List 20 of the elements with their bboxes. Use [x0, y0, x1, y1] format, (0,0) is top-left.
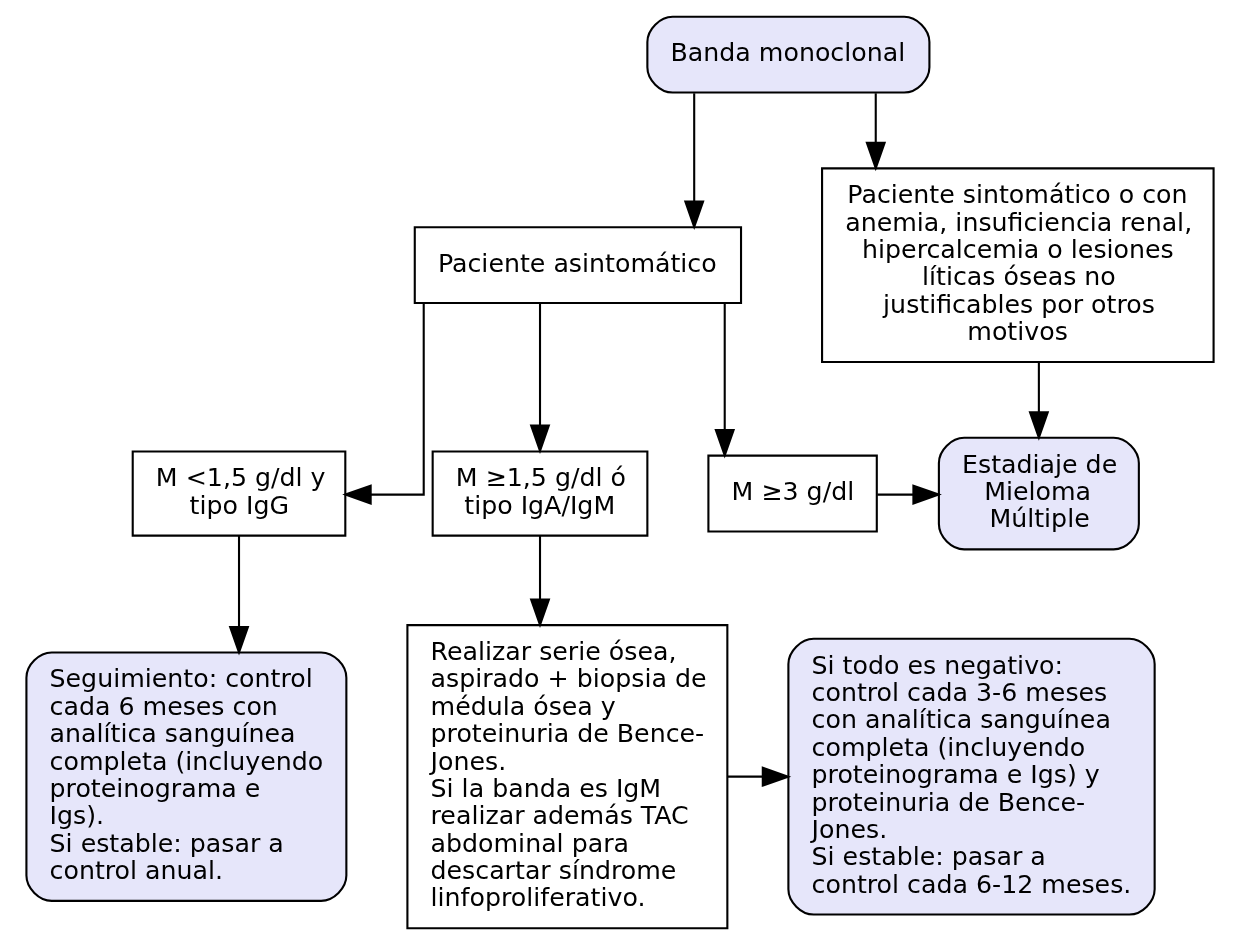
node-box: Realizar serie ósea, aspirado + biopsia de médula ósea y proteinuria de Bence-Jones. Si la banda es IgM realizar además TAC abdominal para descartar síndrome linfoproliferativo. [405, 624, 728, 930]
arrow [713, 303, 735, 459]
node-box: M ≥1,5 g/dl ó tipo IgA/IgM [431, 450, 648, 537]
arrow [683, 93, 704, 230]
arrow [1028, 362, 1049, 441]
arrow [228, 535, 249, 656]
node-box: Paciente sintomático o con anemia, insuficiencia renal, hipercalcemia o lesiones líticas óseas no justificables por otros motivos [820, 167, 1215, 364]
node-box: Estadiaje de Mieloma Múltiple [937, 436, 1140, 551]
arrow [529, 303, 550, 454]
node-box: M ≥3 g/dl [706, 454, 878, 533]
node-box: M <1,5 g/dl y tipo IgG [131, 450, 346, 537]
node-box: Si todo es negativo: control cada 3-6 meses con analítica sanguínea completa (incluyendo proteinograma e Igs) y proteinuria de Bence-Jones. Si estable: pasar a control cada 6-12 meses. [786, 637, 1156, 916]
node-box: Banda monoclonal [645, 15, 930, 94]
arrow [864, 93, 886, 172]
node-box: Seguimiento: control cada 6 meses con analítica sanguínea completa (incluyendo proteinograma e Igs). Si estable: pasar a control anual. [24, 651, 347, 902]
arrow [529, 535, 550, 629]
arrow [727, 766, 791, 787]
arrow [341, 304, 425, 505]
node-box: Paciente asintomático [413, 226, 742, 305]
arrow [876, 484, 942, 505]
